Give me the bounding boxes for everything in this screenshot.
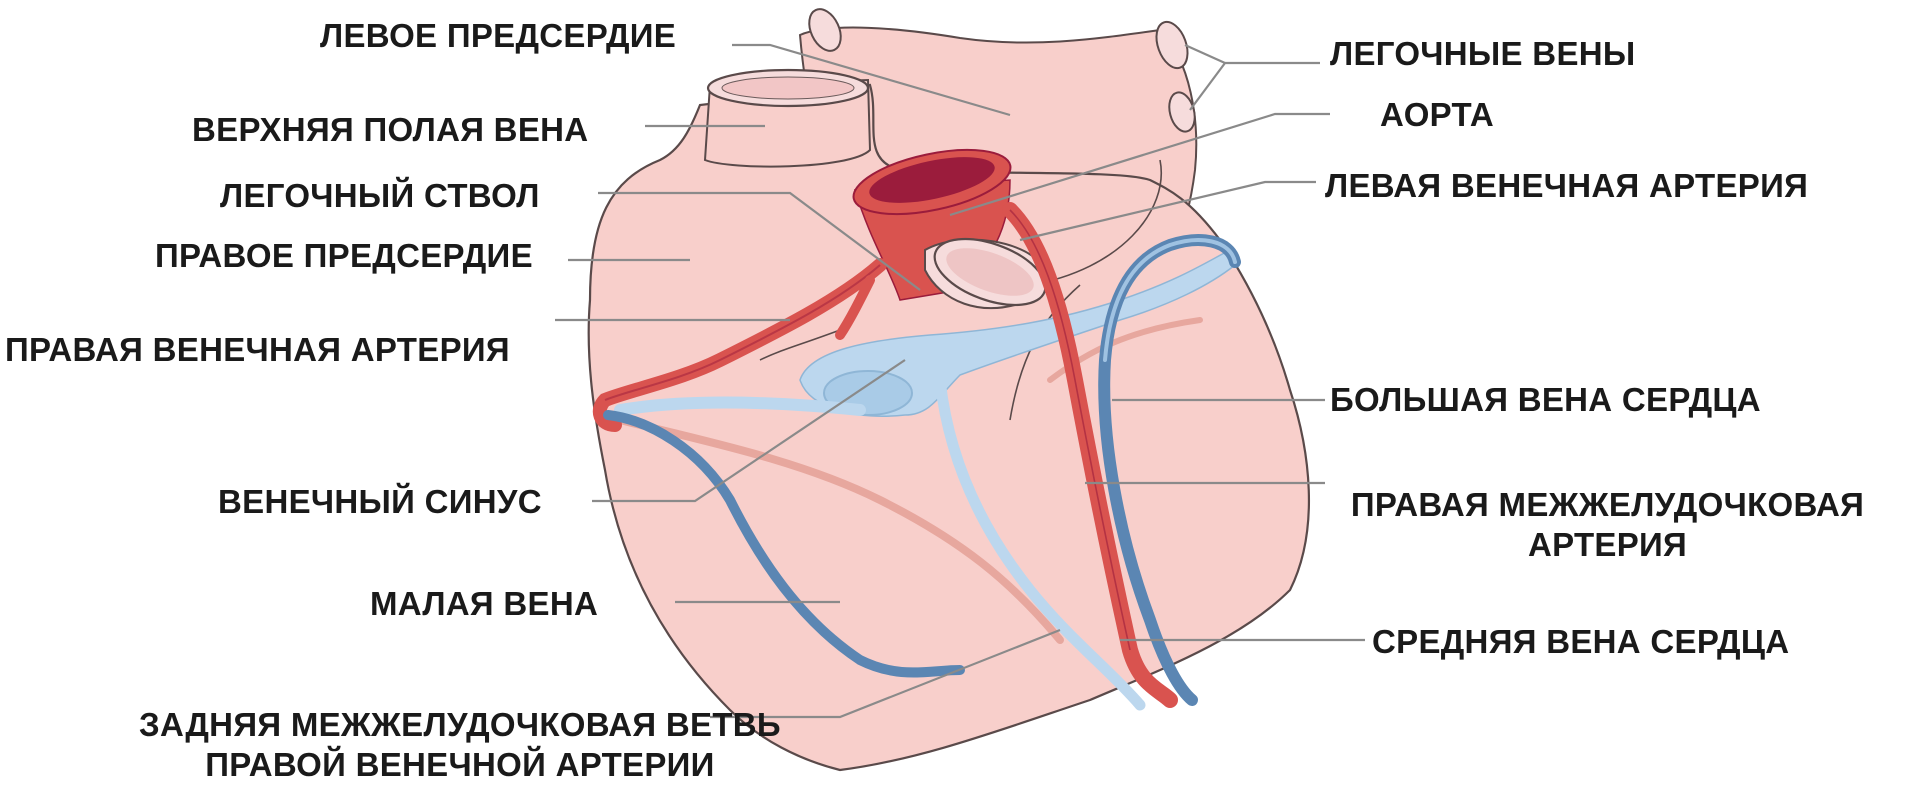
- leader-pulmonary-veins-top: [1185, 45, 1225, 63]
- label-left-coronary-artery: ЛЕВАЯ ВЕНЕЧНАЯ АРТЕРИЯ: [1325, 166, 1808, 206]
- label-posterior-interventricular: ЗАДНЯЯ МЕЖЖЕЛУДОЧКОВАЯ ВЕТВЬ ПРАВОЙ ВЕНЕ…: [90, 705, 830, 785]
- label-left-atrium: ЛЕВОЕ ПРЕДСЕРДИЕ: [320, 16, 676, 56]
- label-superior-vena-cava: ВЕРХНЯЯ ПОЛАЯ ВЕНА: [192, 110, 588, 150]
- label-right-coronary-artery: ПРАВАЯ ВЕНЕЧНАЯ АРТЕРИЯ: [5, 330, 510, 370]
- label-right-interventricular-artery: ПРАВАЯ МЕЖЖЕЛУДОЧКОВАЯ АРТЕРИЯ: [1315, 485, 1900, 565]
- label-aorta: АОРТА: [1380, 95, 1494, 135]
- label-posterior-interventricular-line2: ПРАВОЙ ВЕНЕЧНОЙ АРТЕРИИ: [90, 745, 830, 785]
- label-pulmonary-veins: ЛЕГОЧНЫЕ ВЕНЫ: [1330, 34, 1636, 74]
- label-posterior-interventricular-line1: ЗАДНЯЯ МЕЖЖЕЛУДОЧКОВАЯ ВЕТВЬ: [90, 705, 830, 745]
- label-right-interventricular-line1: ПРАВАЯ МЕЖЖЕЛУДОЧКОВАЯ: [1315, 485, 1900, 525]
- label-middle-cardiac-vein: СРЕДНЯЯ ВЕНА СЕРДЦА: [1372, 622, 1789, 662]
- label-right-interventricular-line2: АРТЕРИЯ: [1315, 525, 1900, 565]
- leader-pulmonary-veins-bottom: [1190, 63, 1225, 110]
- label-great-cardiac-vein: БОЛЬШАЯ ВЕНА СЕРДЦА: [1330, 380, 1761, 420]
- label-coronary-sinus: ВЕНЕЧНЫЙ СИНУС: [218, 482, 542, 522]
- label-right-atrium: ПРАВОЕ ПРЕДСЕРДИЕ: [155, 236, 533, 276]
- label-pulmonary-trunk: ЛЕГОЧНЫЙ СТВОЛ: [220, 176, 540, 216]
- superior-vena-cava-inner: [722, 77, 854, 99]
- label-small-vein: МАЛАЯ ВЕНА: [370, 584, 598, 624]
